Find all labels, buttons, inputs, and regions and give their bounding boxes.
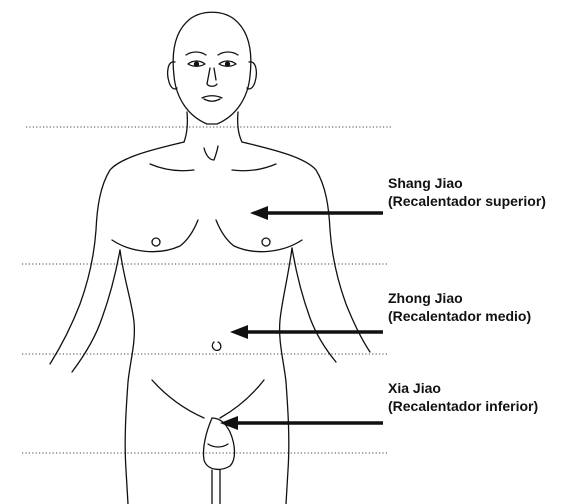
right-arm-inner <box>292 248 336 362</box>
right-nipple <box>262 238 270 246</box>
region-labels: Shang Jiao (Recalentador superior) Zhong… <box>388 175 546 414</box>
arrow-lower <box>220 416 383 430</box>
arrow-upper <box>250 206 383 220</box>
left-shoulder-arm-outer <box>50 142 184 364</box>
arrow-middle <box>230 325 383 339</box>
torso-right-side <box>280 248 292 504</box>
right-eyebrow <box>218 52 238 55</box>
label-lower-name: Xia Jiao <box>388 380 441 396</box>
nose <box>207 68 217 86</box>
arrow-lower-head <box>220 416 238 430</box>
left-clavicle <box>150 164 194 171</box>
arrow-middle-head <box>230 325 248 339</box>
navel <box>212 342 220 350</box>
left-hip-line <box>152 380 204 418</box>
right-clavicle <box>232 164 276 171</box>
right-pupil <box>226 62 230 66</box>
human-figure <box>50 12 370 504</box>
label-upper-subtitle: (Recalentador superior) <box>388 193 546 209</box>
head-outline <box>173 12 251 124</box>
neck-shadow <box>204 146 218 160</box>
torso-left-side <box>120 250 134 504</box>
right-shoulder-arm-outer <box>242 142 370 352</box>
left-pupil <box>195 62 199 66</box>
right-hip-line <box>220 380 264 418</box>
label-middle-name: Zhong Jiao <box>388 290 463 306</box>
left-eyebrow <box>186 52 206 55</box>
mouth <box>202 96 222 102</box>
zone-dividers <box>22 127 392 453</box>
left-nipple <box>152 238 160 246</box>
neck-left <box>184 112 187 142</box>
arrow-upper-head <box>250 206 268 220</box>
label-upper-name: Shang Jiao <box>388 175 463 191</box>
right-pectoral <box>216 220 302 252</box>
left-pectoral <box>112 220 198 252</box>
label-middle-subtitle: (Recalentador medio) <box>388 308 531 324</box>
label-lower-subtitle: (Recalentador inferior) <box>388 398 538 414</box>
left-arm-inner <box>72 250 120 372</box>
